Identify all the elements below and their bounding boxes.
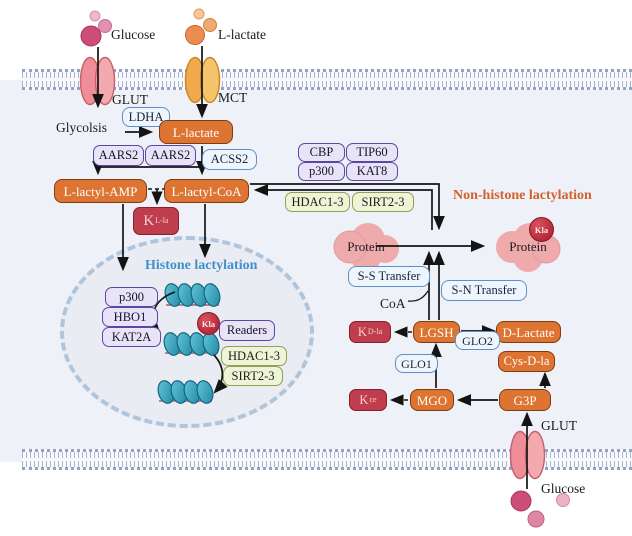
glycolysis-label: Glycolsis bbox=[56, 120, 108, 135]
mct-label: MCT bbox=[218, 90, 248, 105]
hbo1-box: HBO1 bbox=[102, 307, 158, 327]
acss2-box: ACSS2 bbox=[202, 149, 257, 170]
p300-nucleus-box: p300 bbox=[105, 287, 158, 307]
l-lactyl-amp-box: L-lactyl-AMP bbox=[54, 179, 147, 203]
l-lactate-box: L-lactate bbox=[159, 120, 233, 144]
aars2-box-1: AARS2 bbox=[93, 145, 144, 166]
mgo-box: MGO bbox=[410, 389, 454, 411]
s-n-transfer-box: S-N Transfer bbox=[441, 280, 527, 301]
kat2a-box: KAT2A bbox=[102, 327, 161, 347]
k-ce-base: K bbox=[359, 392, 369, 407]
g3p-box: G3P bbox=[499, 389, 551, 411]
plasma-membrane-bottom bbox=[22, 449, 632, 470]
kla-badge-histone: Kla bbox=[197, 312, 220, 335]
ldha-box: LDHA bbox=[122, 107, 170, 127]
lactate-top-label: L-lactate bbox=[218, 27, 266, 42]
glucose-top-label: Glucose bbox=[111, 27, 156, 42]
non-histone-lactylation-title: Non-histone lactylation bbox=[453, 188, 592, 203]
aars2-box-2: AARS2 bbox=[145, 145, 196, 166]
k-d-la-base: K bbox=[357, 324, 367, 339]
plasma-membrane-top bbox=[22, 69, 632, 90]
glucose-molecules-top-icon bbox=[80, 10, 112, 47]
coa-label: CoA bbox=[380, 296, 406, 311]
k-l-la-base: K bbox=[143, 212, 155, 229]
glucose-bottom-label: Glucose bbox=[541, 481, 586, 496]
hdac1-3-nucleus-box: HDAC1-3 bbox=[221, 346, 287, 366]
protein-right-label: Protein bbox=[509, 239, 547, 254]
readers-box: Readers bbox=[219, 320, 275, 341]
lactate-molecules-top-icon bbox=[185, 8, 217, 45]
k-d-la-sub: D-la bbox=[367, 327, 383, 336]
hdac1-3-top-box: HDAC1-3 bbox=[285, 192, 350, 212]
p300-top-box: p300 bbox=[298, 162, 345, 181]
kat8-box: KAT8 bbox=[346, 162, 398, 181]
cbp-box: CBP bbox=[298, 143, 345, 162]
sirt2-3-nucleus-box: SIRT2-3 bbox=[223, 366, 283, 386]
sirt2-3-top-box: SIRT2-3 bbox=[352, 192, 414, 212]
glut-top-label: GLUT bbox=[112, 92, 148, 107]
histone-lactylation-title: Histone lactylation bbox=[145, 258, 258, 273]
lgsh-box: LGSH bbox=[413, 321, 460, 343]
protein-left-label: Protein bbox=[347, 239, 385, 254]
kla-badge-protein: Kla bbox=[529, 217, 554, 242]
l-lactyl-coa-box: L-lactyl-CoA bbox=[164, 179, 249, 203]
k-ce-sub: ce bbox=[369, 395, 377, 404]
k-l-la-sub: L-la bbox=[155, 216, 169, 225]
cys-d-la-box: Cys-D-la bbox=[498, 351, 555, 372]
d-lactate-box: D-Lactate bbox=[496, 321, 561, 343]
glo2-box: GLO2 bbox=[455, 331, 500, 350]
glut-bottom-label: GLUT bbox=[541, 418, 577, 433]
glo1-box: GLO1 bbox=[395, 354, 438, 373]
s-s-transfer-box: S-S Transfer bbox=[348, 266, 430, 287]
tip60-box: TIP60 bbox=[346, 143, 398, 162]
